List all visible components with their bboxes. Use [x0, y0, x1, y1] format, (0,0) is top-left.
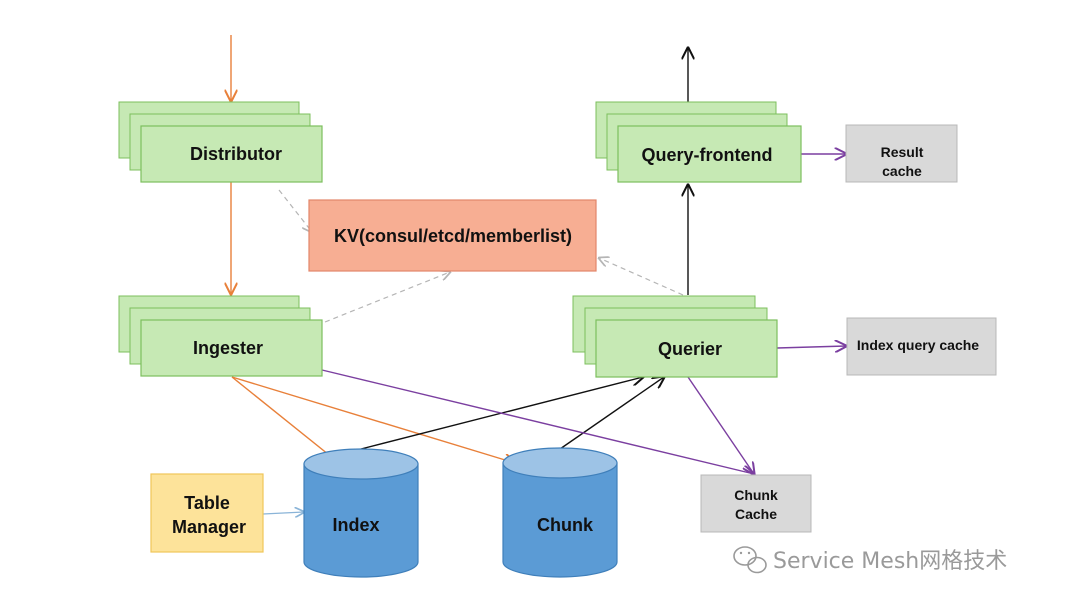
chunk-cache-label-line2: Cache: [735, 506, 777, 522]
ingester-to-kv-dashed-arrow: [324, 272, 450, 323]
querier-node: Querier: [572, 295, 778, 378]
index-query-cache-node: Index query cache: [846, 317, 997, 376]
kv-store-label: KV(consul/etcd/memberlist): [334, 226, 572, 246]
chunk-to-querier-arrow: [559, 377, 664, 450]
ring-arrows: [278, 189, 684, 323]
kv-store-node: KV(consul/etcd/memberlist): [308, 199, 597, 272]
table-manager-node: Table Manager: [150, 473, 264, 553]
result-cache-label-line1: Result: [881, 144, 924, 160]
chunk-store-node: Chunk: [502, 447, 618, 578]
distributor-to-kv-dashed-arrow: [278, 189, 312, 232]
table-manager-label-line1: Table: [184, 493, 230, 513]
querier-label: Querier: [658, 339, 722, 359]
ingester-node: Ingester: [118, 295, 323, 377]
chunk-store-label: Chunk: [537, 515, 594, 535]
chunk-cache-label-line1: Chunk: [734, 487, 778, 503]
querier-to-kv-dashed-arrow: [599, 258, 684, 296]
watermark-text: Service Mesh网格技术: [773, 549, 1007, 574]
index-query-cache-label: Index query cache: [857, 337, 979, 353]
ingester-to-chunk-arrow: [231, 376, 515, 463]
index-store-node: Index: [303, 448, 419, 578]
query-frontend-node: Query-frontend: [595, 101, 802, 183]
result-cache-label-line2: cache: [882, 163, 922, 179]
distributor-label: Distributor: [190, 144, 282, 164]
ingester-to-chunk-cache-arrow: [321, 369, 754, 474]
wechat-icon: [733, 546, 767, 574]
chunk-cache-node: Chunk Cache: [700, 474, 812, 533]
watermark: Service Mesh网格技术: [733, 546, 1007, 574]
ingester-label: Ingester: [193, 338, 263, 358]
query-frontend-label: Query-frontend: [641, 145, 772, 165]
table-manager-label-line2: Manager: [172, 517, 246, 537]
table-manager-to-index-arrow: [262, 512, 304, 514]
cache-path-arrows: [321, 154, 846, 474]
index-store-label: Index: [332, 515, 379, 535]
querier-to-index-query-cache-arrow: [776, 346, 846, 348]
querier-to-chunk-cache-arrow: [687, 376, 754, 474]
result-cache-node: Result cache: [845, 124, 958, 183]
write-path-arrows: [231, 35, 515, 475]
distributor-node: Distributor: [118, 101, 323, 183]
